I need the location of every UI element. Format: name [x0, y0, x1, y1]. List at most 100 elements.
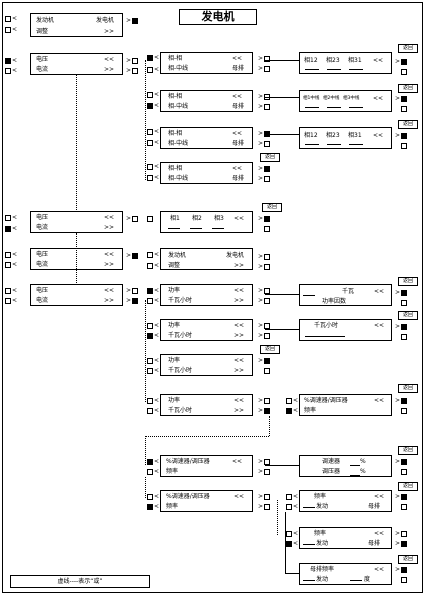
keypad-button-23[interactable]	[264, 176, 270, 182]
keypad-button-44[interactable]	[5, 298, 11, 304]
keypad-button-67[interactable]	[286, 398, 292, 404]
keypad-button-57[interactable]	[401, 324, 407, 330]
keypad-button-17[interactable]	[147, 140, 153, 146]
keypad-button-4[interactable]	[5, 58, 11, 64]
keypad-button-85[interactable]	[286, 531, 292, 537]
back-button[interactable]: 返回	[398, 446, 418, 455]
keypad-button-34[interactable]	[264, 216, 270, 222]
keypad-button-88[interactable]	[401, 541, 407, 547]
keypad-button-60[interactable]	[147, 368, 153, 374]
keypad-button-75[interactable]	[401, 459, 407, 465]
keypad-button-28[interactable]	[401, 133, 407, 139]
keypad-button-42[interactable]	[264, 264, 270, 270]
keypad-button-20[interactable]	[147, 164, 153, 170]
keypad-button-77[interactable]	[147, 494, 153, 500]
keypad-button-37[interactable]	[5, 262, 11, 268]
keypad-button-35[interactable]	[264, 226, 270, 232]
keypad-button-50[interactable]	[264, 298, 270, 304]
keypad-button-52[interactable]	[401, 300, 407, 306]
keypad-button-39[interactable]	[147, 252, 153, 258]
keypad-button-71[interactable]	[147, 459, 153, 465]
keypad-button-76[interactable]	[401, 469, 407, 475]
keypad-button-74[interactable]	[264, 469, 270, 475]
keypad-button-21[interactable]	[147, 175, 153, 181]
back-button[interactable]: 返回	[260, 345, 280, 354]
keypad-button-15[interactable]	[264, 104, 270, 110]
keypad-button-80[interactable]	[264, 504, 270, 510]
keypad-button-8[interactable]	[147, 55, 153, 61]
keypad-button-40[interactable]	[147, 263, 153, 269]
back-button[interactable]: 返回	[262, 203, 282, 212]
keypad-button-63[interactable]	[147, 398, 153, 404]
keypad-button-13[interactable]	[147, 103, 153, 109]
keypad-button-30[interactable]	[5, 215, 11, 221]
keypad-button-9[interactable]	[147, 67, 153, 73]
keypad-button-62[interactable]	[264, 368, 270, 374]
back-button[interactable]: 返回	[398, 311, 418, 320]
keypad-button-68[interactable]	[286, 408, 292, 414]
keypad-button-6[interactable]	[132, 58, 138, 64]
keypad-button-61[interactable]	[264, 358, 270, 364]
keypad-button-12[interactable]	[147, 92, 153, 98]
keypad-button-47[interactable]	[147, 288, 153, 294]
back-button[interactable]: 返回	[398, 44, 418, 53]
keypad-button-72[interactable]	[147, 469, 153, 475]
keypad-button-83[interactable]	[401, 494, 407, 500]
keypad-button-51[interactable]	[401, 290, 407, 296]
keypad-button-53[interactable]	[147, 323, 153, 329]
keypad-button-5[interactable]	[5, 68, 11, 74]
keypad-button-10[interactable]	[264, 56, 270, 62]
keypad-button-32[interactable]	[132, 216, 138, 222]
keypad-button-87[interactable]	[401, 531, 407, 537]
keypad-button-36[interactable]	[5, 252, 11, 258]
keypad-button-31[interactable]	[5, 226, 11, 232]
keypad-button-2[interactable]	[5, 27, 11, 33]
keypad-button-54[interactable]	[147, 333, 153, 339]
keypad-button-48[interactable]	[147, 298, 153, 304]
keypad-button-86[interactable]	[286, 541, 292, 547]
back-button[interactable]: 返回	[398, 555, 418, 564]
keypad-button-56[interactable]	[264, 333, 270, 339]
keypad-button-65[interactable]	[264, 398, 270, 404]
keypad-button-19[interactable]	[264, 141, 270, 147]
keypad-button-78[interactable]	[147, 504, 153, 510]
keypad-button-25[interactable]	[401, 69, 407, 75]
back-button[interactable]: 返回	[398, 277, 418, 286]
keypad-button-55[interactable]	[264, 323, 270, 329]
keypad-button-84[interactable]	[401, 504, 407, 510]
keypad-button-16[interactable]	[147, 129, 153, 135]
keypad-button-22[interactable]	[264, 166, 270, 172]
keypad-button-3[interactable]	[132, 18, 138, 24]
keypad-button-29[interactable]	[401, 143, 407, 149]
keypad-button-82[interactable]	[286, 504, 292, 510]
back-button[interactable]: 返回	[398, 84, 418, 93]
keypad-button-7[interactable]	[132, 68, 138, 74]
back-button[interactable]: 返回	[398, 482, 418, 491]
keypad-button-33[interactable]	[147, 216, 153, 222]
back-button[interactable]: 返回	[398, 384, 418, 393]
keypad-button-46[interactable]	[132, 298, 138, 304]
keypad-button-90[interactable]	[401, 577, 407, 583]
keypad-button-73[interactable]	[264, 459, 270, 465]
back-button[interactable]: 返回	[260, 153, 280, 162]
keypad-button-64[interactable]	[147, 408, 153, 414]
back-button[interactable]: 返回	[398, 120, 418, 129]
keypad-button-1[interactable]	[5, 16, 11, 22]
keypad-button-43[interactable]	[5, 288, 11, 294]
keypad-button-38[interactable]	[132, 253, 138, 259]
keypad-button-58[interactable]	[401, 334, 407, 340]
keypad-button-26[interactable]	[401, 96, 407, 102]
keypad-button-49[interactable]	[264, 288, 270, 294]
keypad-button-45[interactable]	[132, 288, 138, 294]
keypad-button-70[interactable]	[401, 408, 407, 414]
keypad-button-27[interactable]	[401, 106, 407, 112]
keypad-button-59[interactable]	[147, 358, 153, 364]
keypad-button-66[interactable]	[264, 408, 270, 414]
keypad-button-24[interactable]	[401, 59, 407, 65]
keypad-button-81[interactable]	[286, 494, 292, 500]
keypad-button-89[interactable]	[401, 567, 407, 573]
keypad-button-11[interactable]	[264, 66, 270, 72]
keypad-button-41[interactable]	[264, 254, 270, 260]
keypad-button-79[interactable]	[264, 494, 270, 500]
keypad-button-69[interactable]	[401, 398, 407, 404]
